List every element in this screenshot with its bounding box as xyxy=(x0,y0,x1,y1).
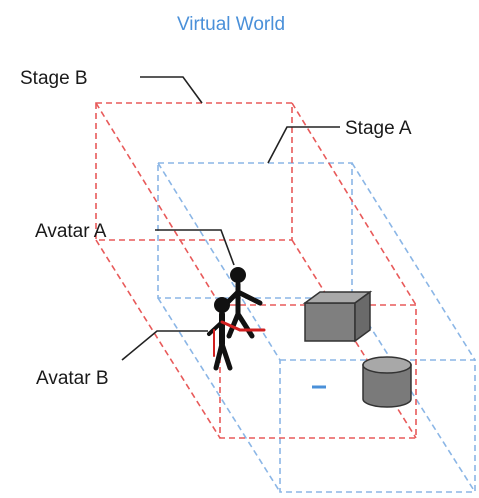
stage-b-leader xyxy=(140,76,203,104)
stage-a-leader xyxy=(267,126,340,164)
stage-a-label: Stage A xyxy=(345,118,412,139)
diagram-title: Virtual World xyxy=(177,14,285,35)
avatar-a-leader xyxy=(155,229,235,266)
avatar-b-figure xyxy=(207,297,266,371)
cube-object xyxy=(302,290,373,343)
avatar-b-leader xyxy=(121,330,208,361)
cylinder-object xyxy=(362,356,412,408)
stage-a-box xyxy=(157,162,476,493)
avatar-b-label: Avatar B xyxy=(36,368,109,389)
avatar-a-label: Avatar A xyxy=(35,221,107,242)
stage-b-label: Stage B xyxy=(20,68,88,89)
